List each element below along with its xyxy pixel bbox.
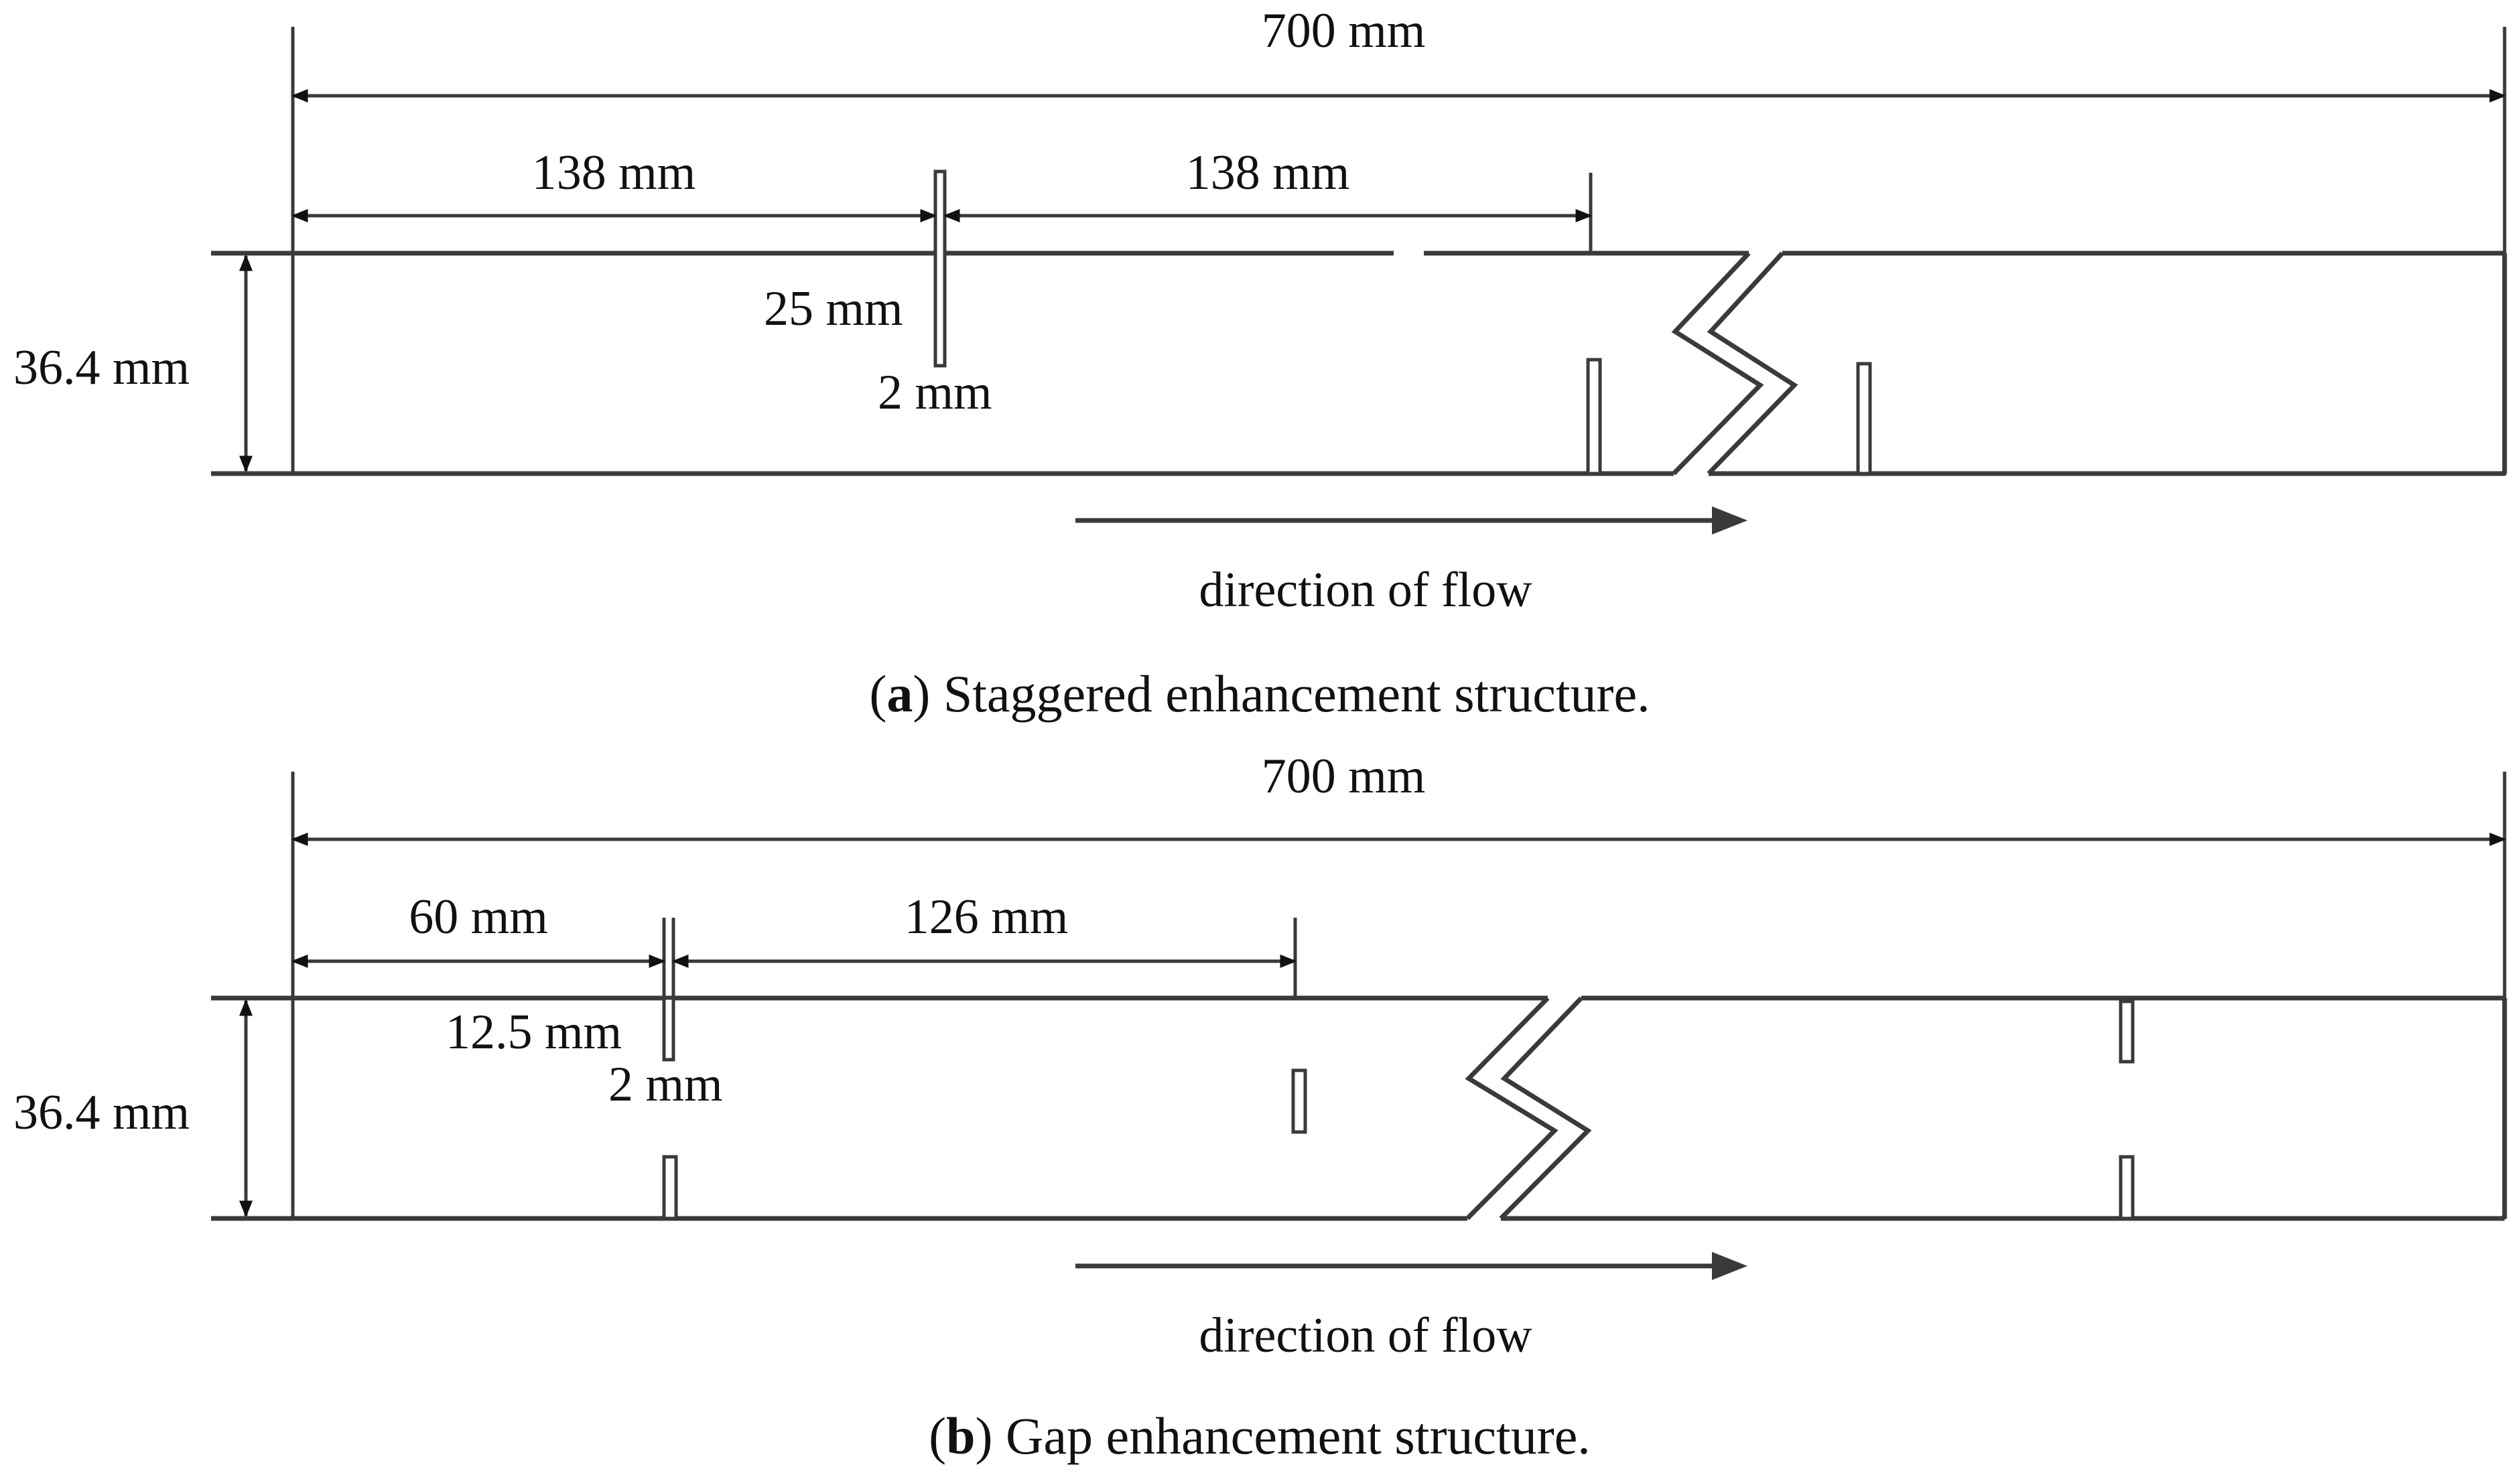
rib xyxy=(662,1155,678,1220)
rib xyxy=(1291,1068,1307,1134)
total-length-dimension-a: 700 mm xyxy=(291,3,2507,476)
break-symbol-a xyxy=(1671,251,1764,476)
rib xyxy=(1586,358,1602,476)
arrow-right-icon xyxy=(1712,1252,1747,1280)
rib-height-label-b: 12.5 mm xyxy=(446,1005,622,1060)
dim-right-label-b: 126 mm xyxy=(905,890,1069,944)
height-dimension-b: 36.4 mm xyxy=(13,995,293,1221)
height-dimension-a: 36.4 mm xyxy=(13,251,293,476)
dim-left-label-b: 60 mm xyxy=(409,890,548,944)
height-label-b: 36.4 mm xyxy=(13,1085,190,1140)
total-length-dimension-b: 700 mm xyxy=(291,749,2507,1219)
panel-b: 700 mm 36.4 mm xyxy=(13,749,2507,1465)
flow-label-a: direction of flow xyxy=(1199,563,1532,618)
flow-direction-a: direction of flow xyxy=(1075,506,1747,618)
channel-walls-a xyxy=(293,251,2507,476)
ribs-b xyxy=(662,996,2135,1220)
caption-b: (b) Gap enhancement structure. xyxy=(929,1407,1591,1465)
dim-left-label-a: 138 mm xyxy=(532,145,696,200)
rib xyxy=(2119,1155,2135,1220)
rib xyxy=(1856,362,1872,476)
total-length-label-a: 700 mm xyxy=(1262,3,1426,58)
rib xyxy=(662,996,675,1062)
total-length-label-b: 700 mm xyxy=(1262,749,1426,804)
caption-a: (a) Staggered enhancement structure. xyxy=(869,664,1650,723)
flow-label-b: direction of flow xyxy=(1199,1308,1532,1363)
height-label-a: 36.4 mm xyxy=(13,340,190,395)
dim-right-label-a: 138 mm xyxy=(1186,145,1350,200)
rib-height-label-a: 25 mm xyxy=(764,281,903,336)
rib xyxy=(2119,999,2135,1064)
flow-direction-b: direction of flow xyxy=(1075,1252,1747,1363)
arrow-right-icon xyxy=(1712,506,1747,535)
break-symbol-b xyxy=(1465,996,1559,1220)
ribs-a xyxy=(933,169,1872,476)
rib-spacing-dimensions-b: 60 mm 126 mm 12.5 mm 2 mm xyxy=(291,890,1297,1112)
rib-spacing-dimensions-a: 138 mm 138 mm 25 mm 2 mm xyxy=(291,145,1593,420)
rib xyxy=(933,169,947,368)
rib-width-label-b: 2 mm xyxy=(608,1057,723,1112)
panel-a: 700 mm 36.4 mm xyxy=(13,3,2507,723)
rib-width-label-a: 2 mm xyxy=(878,365,992,420)
channel-walls-b xyxy=(293,995,2507,1221)
